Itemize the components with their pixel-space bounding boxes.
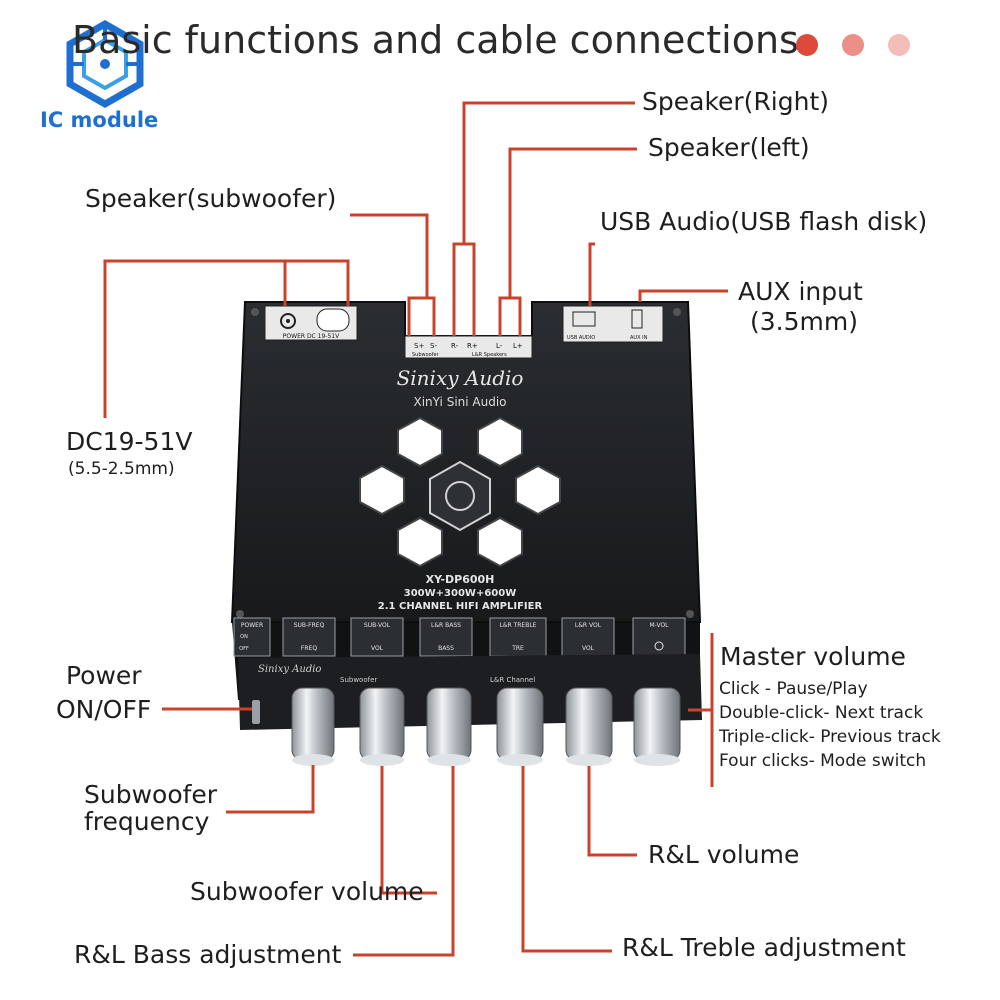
master-volume-note-1: Click - Pause/Play <box>719 679 868 699</box>
amp-description: 2.1 CHANNEL HIFI AMPLIFIER <box>378 601 543 612</box>
aux-in-label: AUX IN <box>630 335 648 341</box>
label-speaker-right: Speaker(Right) <box>642 87 830 116</box>
power-toggle-switch[interactable] <box>252 700 260 724</box>
master-volume-note-2: Double-click- Next track <box>719 703 924 723</box>
svg-text:VOL: VOL <box>371 645 384 652</box>
power-switch-off: OFF <box>239 646 249 652</box>
power-switch-on: ON <box>240 634 248 640</box>
control-label-lr-vol: L&R VOL VOL <box>561 617 615 657</box>
svg-text:M-VOL: M-VOL <box>649 622 669 629</box>
label-sub-volume: Subwoofer volume <box>190 877 424 906</box>
svg-text:SUB-FREQ: SUB-FREQ <box>294 622 325 629</box>
label-sub-frequency-1: Subwoofer <box>84 780 218 809</box>
ic-module-logo-icon <box>66 19 144 109</box>
logo-text: IC module <box>40 108 159 132</box>
svg-text:L&R TREBLE: L&R TREBLE <box>500 622 537 629</box>
label-dc-input: DC19-51V <box>66 427 193 456</box>
label-rl-volume: R&L volume <box>648 840 800 869</box>
terminal-s-minus: S- <box>430 342 437 350</box>
svg-text:FREQ: FREQ <box>301 645 317 652</box>
label-usb-audio: USB Audio(USB flash disk) <box>600 207 928 236</box>
brand-logo: Sinixy Audio <box>397 366 524 390</box>
svg-text:BASS: BASS <box>438 645 454 652</box>
control-label-sub-freq: SUB-FREQ FREQ <box>282 617 336 657</box>
label-rl-bass: R&L Bass adjustment <box>74 940 342 969</box>
power-input-label: POWER DC 19-51V <box>283 333 340 340</box>
svg-text:TRE: TRE <box>511 645 524 652</box>
decor-dot-1 <box>796 34 818 56</box>
knob-sub-volume[interactable] <box>359 687 405 766</box>
svg-text:L&R VOL: L&R VOL <box>575 622 602 629</box>
terminal-l-minus: L- <box>496 342 503 350</box>
svg-text:L&R BASS: L&R BASS <box>431 622 461 629</box>
knob-lr-bass[interactable] <box>426 687 472 766</box>
terminal-r-minus: R- <box>451 342 459 350</box>
master-volume-note-4: Four clicks- Mode switch <box>719 751 927 771</box>
usb-audio-label: USB AUDIO <box>567 335 595 341</box>
model-name: XY-DP600H <box>426 573 495 586</box>
power-rating: 300W+300W+600W <box>404 588 516 599</box>
master-volume-note-3: Triple-click- Previous track <box>719 727 941 747</box>
decor-dot-2 <box>842 34 864 56</box>
label-power: Power <box>66 661 142 690</box>
label-power-onoff: ON/OFF <box>56 695 152 724</box>
label-rl-treble: R&L Treble adjustment <box>622 933 906 962</box>
terminal-r-plus: R+ <box>467 342 478 350</box>
knob-master-volume[interactable] <box>633 687 681 766</box>
label-aux-size: (3.5mm) <box>750 307 858 336</box>
terminal-s-plus: S+ <box>414 342 424 350</box>
label-speaker-subwoofer: Speaker(subwoofer) <box>85 184 337 213</box>
knob-lr-treble[interactable] <box>496 687 544 766</box>
group-subwoofer-label: Subwoofer <box>340 676 377 684</box>
group-channel-label: L&R Channel <box>490 676 535 684</box>
control-label-m-vol: M-VOL <box>632 617 686 657</box>
page-title: Basic functions and cable connections <box>72 18 799 62</box>
front-brand: Sinixy Audio <box>258 664 321 675</box>
knob-lr-volume[interactable] <box>565 687 613 766</box>
svg-text:VOL: VOL <box>582 645 595 652</box>
label-master-volume: Master volume <box>720 642 906 671</box>
svg-text:SUB-VOL: SUB-VOL <box>364 622 391 629</box>
label-dc-size: (5.5-2.5mm) <box>68 459 175 479</box>
subwoofer-terminal-label: Subwoofer <box>412 352 440 358</box>
label-speaker-left: Speaker(left) <box>648 133 810 162</box>
power-switch-title: POWER <box>241 622 263 629</box>
decor-dot-3 <box>888 34 910 56</box>
speakers-terminal-label: L&R Speakers <box>472 352 507 358</box>
control-label-lr-bass: L&R BASS BASS <box>419 617 473 657</box>
maker-name: XinYi Sini Audio <box>413 395 506 409</box>
label-aux-input: AUX input <box>738 277 863 306</box>
control-label-sub-vol: SUB-VOL VOL <box>350 617 404 657</box>
label-sub-frequency-2: frequency <box>84 807 210 836</box>
control-label-lr-treble: L&R TREBLE TRE <box>489 617 547 657</box>
knob-sub-frequency[interactable] <box>291 687 335 766</box>
terminal-l-plus: L+ <box>513 342 523 350</box>
